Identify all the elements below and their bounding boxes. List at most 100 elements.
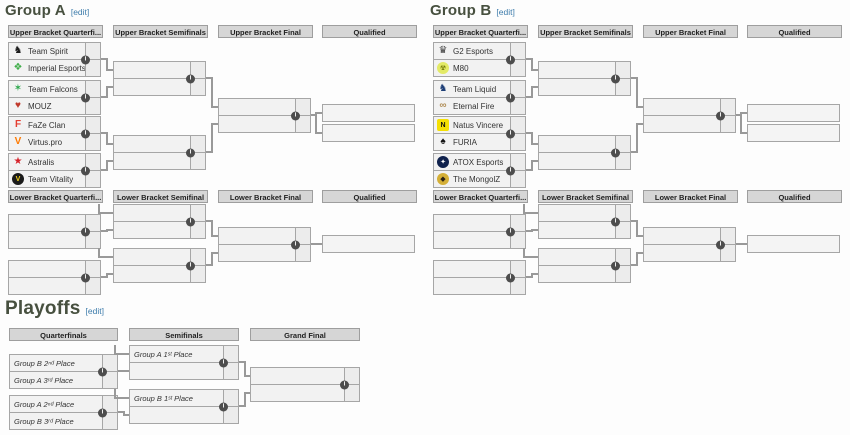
match-box: i <box>538 61 631 96</box>
connector-line <box>107 143 113 145</box>
team-row[interactable]: ♞Team Liquid <box>434 81 525 97</box>
connector-line <box>106 132 108 145</box>
team-row[interactable]: ❖Imperial Esports <box>9 59 100 76</box>
match-info-icon[interactable]: i <box>186 74 195 83</box>
score-cell <box>190 205 205 221</box>
connector-line <box>736 114 741 116</box>
team-row[interactable]: ★Astralis <box>9 154 100 170</box>
match-info-icon[interactable]: i <box>506 166 515 175</box>
match-info-icon[interactable]: i <box>291 111 300 120</box>
connector-line <box>532 86 538 88</box>
virtuspro-logo-icon: V <box>12 136 24 148</box>
connector-line <box>532 229 538 231</box>
match-info-icon[interactable]: i <box>506 93 515 102</box>
match-info-icon[interactable]: i <box>506 227 515 236</box>
score-cell <box>510 43 525 59</box>
team-name[interactable]: FaZe Clan <box>28 120 66 130</box>
team-row[interactable]: ∞Eternal Fire <box>434 97 525 114</box>
team-row[interactable]: ☢ M80 <box>434 59 525 76</box>
team-row[interactable]: ◆The MongolZ <box>434 170 525 187</box>
match-info-icon[interactable]: i <box>506 129 515 138</box>
match-info-icon[interactable]: i <box>611 261 620 270</box>
team-row[interactable]: ♞Team Spirit <box>9 43 100 59</box>
match-info-icon[interactable]: i <box>506 55 515 64</box>
match-info-icon[interactable]: i <box>611 217 620 226</box>
match-info-icon[interactable]: i <box>219 358 228 367</box>
match-info-icon[interactable]: i <box>611 148 620 157</box>
team-row[interactable]: ♛G2 Esports <box>434 43 525 59</box>
team-row[interactable]: ♠ FURIA <box>434 133 525 150</box>
edit-link[interactable]: [edit] <box>85 306 104 316</box>
score-cell <box>510 60 525 76</box>
m80-logo-icon: ☢ <box>437 62 449 74</box>
team-name[interactable]: ATOX Esports <box>453 157 504 167</box>
connector-line <box>206 264 212 266</box>
team-name[interactable]: Team Vitality <box>28 174 74 184</box>
match-info-icon[interactable]: i <box>506 273 515 282</box>
team-name[interactable]: Team Falcons <box>28 84 78 94</box>
team-row <box>114 205 205 221</box>
team-row <box>9 277 100 294</box>
score-cell <box>190 266 205 282</box>
team-row <box>9 231 100 248</box>
connector-line <box>526 58 532 60</box>
match-info-icon[interactable]: i <box>186 148 195 157</box>
score-cell <box>510 261 525 277</box>
team-name[interactable]: Team Spirit <box>28 46 69 56</box>
playoffs-heading: Playoffs [edit] <box>5 298 104 320</box>
team-name[interactable]: Natus Vincere <box>453 120 504 130</box>
team-row <box>644 244 735 261</box>
column-header: Upper Bracket Semifinals <box>538 25 633 38</box>
match-info-icon[interactable]: i <box>340 380 349 389</box>
team-name[interactable]: Team Liquid <box>453 84 497 94</box>
match-info-icon[interactable]: i <box>81 129 90 138</box>
team-row <box>251 368 359 384</box>
logo-glyph: ♠ <box>440 136 446 147</box>
team-name[interactable]: Astralis <box>28 157 55 167</box>
team-name[interactable]: G2 Esports <box>453 46 494 56</box>
column-header: Lower Bracket Quarterfi... <box>433 190 528 203</box>
match-info-icon[interactable]: i <box>81 166 90 175</box>
team-name[interactable]: MOUZ <box>28 101 52 111</box>
team-row[interactable]: ✶Team Falcons <box>9 81 100 97</box>
match-info-icon[interactable]: i <box>81 273 90 282</box>
team-name[interactable]: Virtus.pro <box>28 137 63 147</box>
match-info-icon[interactable]: i <box>291 240 300 249</box>
match-info-icon[interactable]: i <box>716 111 725 120</box>
match-box: i <box>538 204 631 239</box>
connector-line <box>311 114 316 116</box>
connector-line <box>245 375 250 377</box>
connector-line <box>244 392 246 407</box>
edit-link[interactable]: [edit] <box>496 7 515 17</box>
connector-line <box>526 132 532 134</box>
edit-link[interactable]: [edit] <box>70 7 90 17</box>
match-info-icon[interactable]: i <box>98 367 107 376</box>
match-info-icon[interactable]: i <box>186 261 195 270</box>
team-name[interactable]: The MongolZ <box>453 174 501 184</box>
connector-line <box>637 106 643 108</box>
team-name[interactable]: Imperial Esports <box>28 63 86 73</box>
match-info-icon[interactable]: i <box>611 74 620 83</box>
team-row[interactable]: ♥MOUZ <box>9 97 100 114</box>
qualified-slot <box>747 104 840 122</box>
match-info-icon[interactable]: i <box>186 217 195 226</box>
connector-line <box>106 273 108 278</box>
team-row[interactable]: V Virtus.pro <box>9 133 100 150</box>
score-cell <box>223 363 238 379</box>
match-info-icon[interactable]: i <box>81 93 90 102</box>
match-info-icon[interactable]: i <box>716 240 725 249</box>
match-info-icon[interactable]: i <box>219 402 228 411</box>
team-name[interactable]: M80 <box>453 63 469 73</box>
match-info-icon[interactable]: i <box>81 227 90 236</box>
column-header: Lower Bracket Semifinal <box>113 190 208 203</box>
team-name[interactable]: FURIA <box>453 137 477 147</box>
match-info-icon[interactable]: i <box>81 55 90 64</box>
match-info-icon[interactable]: i <box>98 408 107 417</box>
team-name[interactable]: Eternal Fire <box>453 101 495 111</box>
team-row[interactable]: ✦ATOX Esports <box>434 154 525 170</box>
